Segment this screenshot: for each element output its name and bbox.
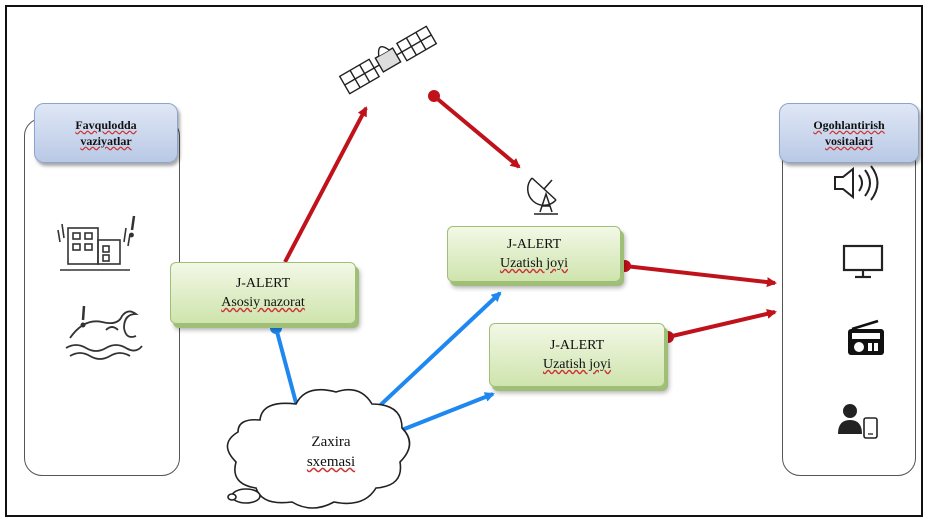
- tx1-line2: Uzatish joyi: [499, 256, 569, 271]
- radio-icon: [848, 319, 884, 355]
- red-arrows: [283, 90, 777, 343]
- backup-line2: sxemasi: [306, 454, 356, 470]
- right-panel-header-text: Ogohlantirish vositalari: [813, 118, 885, 148]
- arrow-start-dot: [662, 331, 674, 343]
- backup-cloud: [226, 388, 411, 509]
- building-alert-icon: [57, 215, 136, 271]
- satellite-icon: [338, 25, 438, 95]
- main-node-line2: Asosiy nazorat: [221, 295, 305, 310]
- tx2-line1: J-ALERT: [549, 338, 605, 353]
- tx2-line2: Uzatish joyi: [542, 357, 612, 372]
- arrow-main-to-satellite: [283, 106, 368, 263]
- arrow-main-to-backup: [274, 327, 302, 416]
- tx1-line1: J-ALERT: [506, 237, 562, 252]
- main-node-line1: J-ALERT: [235, 276, 291, 291]
- left-panel-header-text: Favqulodda vaziyatlar: [75, 118, 137, 148]
- antenna-dish-icon: [526, 177, 558, 215]
- diagram-frame: [5, 5, 923, 517]
- arrow-tx2-to-devices: [667, 308, 777, 339]
- left-panel-header: Favqulodda vaziyatlar: [34, 103, 178, 163]
- arrow-tx1-to-devices: [624, 264, 777, 288]
- backup-line1: Zaxira: [311, 434, 351, 450]
- left-panel: [24, 118, 180, 476]
- right-panel-header: Ogohlantirish vositalari: [779, 103, 919, 163]
- arrow-start-dot: [619, 260, 631, 272]
- main-control-node: J-ALERT Asosiy nazorat: [170, 262, 356, 324]
- arrow-start-dot: [428, 90, 440, 102]
- user-phone-icon: [838, 404, 878, 439]
- arrow-start-dot: [270, 322, 282, 334]
- tv-icon: [842, 244, 884, 279]
- transmission-node-1: J-ALERT Uzatish joyi: [447, 226, 621, 282]
- speaker-icon: [834, 165, 879, 201]
- transmission-node-2: J-ALERT Uzatish joyi: [489, 323, 665, 387]
- wave-alert-icon: [65, 305, 143, 360]
- backup-label: Zaxira sxemasi: [276, 432, 386, 472]
- arrow-satellite-to-dish: [432, 94, 521, 169]
